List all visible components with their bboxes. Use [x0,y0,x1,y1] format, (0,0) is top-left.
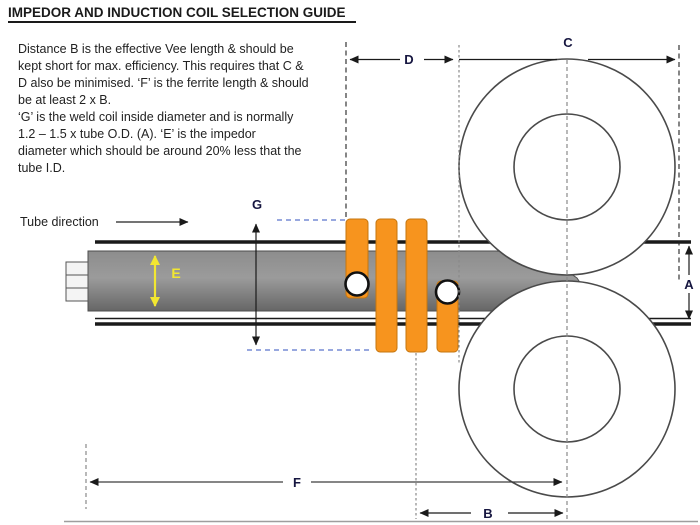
description-line: Distance B is the effective Vee length &… [18,42,294,56]
dimension-label-g: G [252,197,262,212]
description-line: 1.2 – 1.5 x tube O.D. (A). ‘E’ is the im… [18,127,256,141]
dimension-label-b: B [483,506,492,521]
tube-direction-label: Tube direction [20,215,99,229]
description-line: kept short for max. efficiency. This req… [18,59,304,73]
coil-conductor-section-1 [344,271,370,297]
impedor-mount [65,261,89,302]
description-line: D also be minimised. ‘F’ is the ferrite … [18,76,309,90]
dimension-label-f: F [293,475,301,490]
induction-coil-turn-3 [405,218,428,353]
description-line: tube I.D. [18,161,66,175]
dimension-label-a: A [684,277,694,292]
page-title: IMPEDOR AND INDUCTION COIL SELECTION GUI… [8,5,356,23]
induction-coil-turn-2 [375,218,398,353]
dimension-label-e: E [171,265,180,281]
description-text: Distance B is the effective Vee length &… [18,41,358,177]
coil-conductor-section-2 [434,279,461,305]
description-line: diameter which should be around 20% less… [18,144,302,158]
description-line: be at least 2 x B. [18,93,112,107]
dimension-label-c: C [563,35,573,50]
dimension-label-d: D [404,52,413,67]
description-line: ‘G’ is the weld coil inside diameter and… [18,110,294,124]
